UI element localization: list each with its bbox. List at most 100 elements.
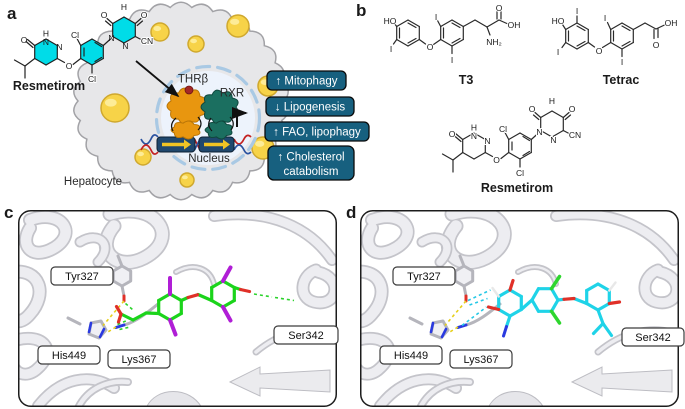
resmetirom-structure-a: O H N N O Cl Cl O H O N N CN — [13, 1, 154, 85]
atom-label: N — [536, 127, 542, 137]
ligand-sticks-cyan — [486, 274, 622, 338]
residue-label: Tyr327 — [65, 271, 99, 283]
atom-label: O — [141, 10, 148, 20]
residue-label: Lys367 — [463, 354, 498, 366]
atom-label: I — [435, 12, 437, 22]
atom-label: Cl — [499, 124, 507, 134]
atom-label: CN — [141, 36, 153, 46]
panel-a: a — [7, 1, 370, 201]
panel-d-border — [360, 210, 679, 407]
panel-letter-b: b — [356, 1, 366, 20]
tetrac-label: Tetrac — [603, 73, 640, 87]
atom-label: H — [549, 96, 555, 106]
residue-label: His449 — [52, 350, 86, 362]
atom-label: O — [21, 35, 28, 45]
thrb-label: THRβ — [178, 74, 209, 86]
atom-label: H — [121, 2, 127, 12]
hepatocyte-label: Hepatocyte — [64, 176, 122, 188]
tetrac-structure: HO I I O I I O OH — [551, 5, 679, 68]
atom-label: O — [569, 104, 576, 114]
drug-to-receptor-arrow — [135, 60, 180, 98]
linker — [170, 117, 177, 132]
lipid-droplet — [150, 22, 170, 42]
residue-label: Tyr327 — [407, 271, 441, 283]
resmetirom-label-b: Resmetirom — [481, 181, 553, 195]
atom-label: NH₂ — [486, 37, 502, 47]
lipid-droplets — [100, 14, 279, 188]
effect-text: catabolism — [284, 166, 339, 178]
resmetirom-label-a: Resmetirom — [13, 79, 85, 93]
nucleus-label: Nucleus — [188, 153, 230, 165]
atom-label: O — [427, 42, 434, 52]
droplet-highlight — [137, 151, 144, 157]
effect-box-mitophagy — [266, 70, 347, 91]
t3-label: T3 — [459, 73, 474, 87]
panel-b: b HO I O I I O OH NH₂ T3 HO I I O I I O … — [356, 1, 679, 195]
effect-boxes: ↑ Mitophagy ↓ Lipogenesis ↑ FAO, lipopha… — [264, 70, 370, 181]
panel-d: Tyr327 His449 Lys367 Ser342 — [360, 210, 685, 407]
resmetirom-structure-b: O H N N O Cl Cl O H O N N CN — [441, 95, 582, 179]
ligand-sticks-green — [114, 265, 252, 337]
lipid-droplet — [179, 172, 195, 188]
atom-label: Cl — [516, 168, 524, 178]
atom-label: OH — [665, 18, 678, 28]
atom-label: I — [604, 13, 606, 23]
rxr-protein — [200, 89, 239, 140]
droplet-highlight — [153, 26, 162, 32]
atom-label: HO — [552, 16, 565, 26]
panel-c: Tyr327 His449 Lys367 Ser342 — [18, 210, 339, 407]
atom-label: O — [529, 104, 536, 114]
effect-box-fao — [264, 121, 370, 142]
atom-label: N — [122, 41, 128, 51]
linker — [197, 116, 202, 131]
panel-c-border — [18, 210, 337, 407]
atom-label: O — [66, 61, 73, 71]
dna — [140, 134, 252, 155]
atom-label: O — [653, 40, 660, 50]
effect-box-lipogenesis — [265, 96, 355, 117]
atom-label: I — [557, 47, 559, 57]
atom-label: I — [621, 57, 623, 67]
atom-label: O — [496, 3, 503, 13]
effect-text: ↑ Mitophagy — [275, 76, 337, 88]
droplet-highlight — [255, 140, 265, 147]
atom-label: H — [43, 29, 49, 39]
residue-label: Ser342 — [635, 332, 670, 344]
ligand-dot — [184, 85, 194, 95]
droplet-highlight — [181, 175, 188, 180]
atom-label: N — [484, 136, 490, 146]
lipid-droplet — [187, 35, 205, 53]
hbond-dashes-d — [444, 289, 491, 334]
residue-label: Lys367 — [121, 354, 156, 366]
atom-label: Cl — [71, 30, 79, 40]
atom-label: I — [451, 55, 453, 65]
hbond-dashes-c — [102, 293, 295, 334]
residue-labels-c: Tyr327 His449 Lys367 Ser342 — [37, 266, 339, 369]
atom-label: N — [56, 42, 62, 52]
droplet-highlight — [104, 98, 117, 107]
atom-label: I — [576, 6, 578, 16]
residue-label: Ser342 — [288, 330, 323, 342]
atom-label: N — [43, 37, 49, 47]
panel-c-content — [18, 210, 337, 407]
atom-label: HO — [384, 16, 397, 26]
lipid-droplet — [226, 14, 250, 38]
panel-letter-a: a — [7, 4, 17, 23]
droplet-highlight — [230, 18, 240, 25]
panel-letter-d: d — [346, 203, 356, 222]
effect-text: ↑ Cholesterol — [277, 152, 344, 164]
effect-text: ↑ FAO, lipophagy — [273, 127, 361, 139]
nuclear-envelope — [154, 64, 262, 172]
droplet-highlight — [190, 38, 197, 44]
lipid-droplet — [134, 148, 152, 166]
panel-letter-c: c — [4, 203, 13, 222]
atom-label: I — [390, 44, 392, 54]
rxr-label: RXR — [220, 88, 244, 100]
panel-d-content — [360, 210, 679, 407]
atom-label: OH — [508, 20, 521, 30]
residue-label: His449 — [394, 350, 428, 362]
atom-label: O — [596, 46, 603, 56]
atom-label: N — [471, 131, 477, 141]
